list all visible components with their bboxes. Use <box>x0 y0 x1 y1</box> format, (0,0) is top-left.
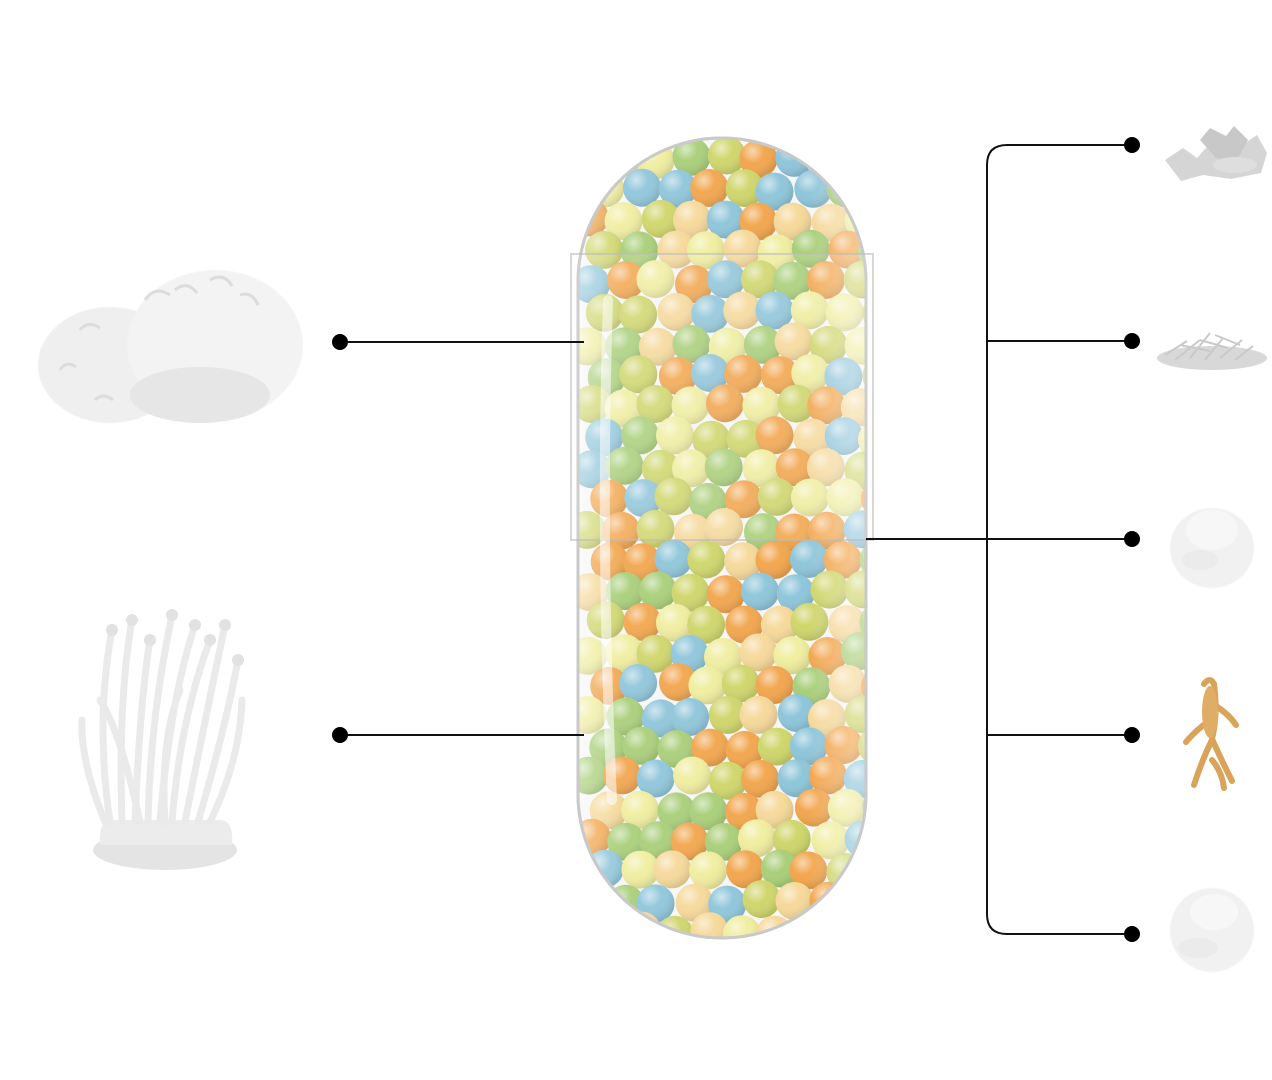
cordyceps-icon <box>78 609 246 870</box>
capsule-bead <box>840 138 866 177</box>
capsule-bead-shine <box>860 167 866 206</box>
capsule-bead <box>578 139 609 178</box>
white-powder-icon <box>1170 508 1254 588</box>
ginseng-root-icon <box>1183 677 1239 791</box>
connector-lines <box>332 137 1140 942</box>
capsule-bead-shine <box>791 915 830 938</box>
capsule-bead <box>862 850 866 888</box>
connector-dot-right-2 <box>1124 333 1140 349</box>
connector-dot-right-4 <box>1124 727 1140 743</box>
connector-dot-right-1 <box>1124 137 1140 153</box>
capsule-bead-shine <box>826 912 865 938</box>
capsule-bead <box>826 912 865 938</box>
connector-dot-right-5 <box>1124 926 1140 942</box>
capsule-bead-shine <box>578 882 610 921</box>
capsule-highlight <box>599 295 617 805</box>
capsule-bead-shine <box>840 881 866 920</box>
capsule-bead-shine <box>578 139 609 178</box>
lions-mane-mushroom-icon <box>38 270 303 423</box>
capsule-bead <box>840 881 866 920</box>
fruiting-body-pieces-icon <box>1165 126 1267 181</box>
capsule-bead <box>860 167 866 206</box>
capsule-bead-shine <box>840 138 866 177</box>
capsule-bead-shine <box>589 915 628 938</box>
capsule-bead-shine <box>862 787 866 826</box>
white-powder-icon <box>1170 888 1254 972</box>
capsule-bead <box>862 787 866 826</box>
capsule-bead-shine <box>862 850 866 888</box>
connector-dot-left-2 <box>332 727 348 743</box>
capsule-bead <box>578 882 610 921</box>
shredded-mushroom-icon <box>1157 332 1267 370</box>
capsule-bead <box>791 915 830 938</box>
connector-dot-right-3 <box>1124 531 1140 547</box>
capsule-bead <box>589 915 628 938</box>
capsule-bead <box>858 913 866 938</box>
connector-dot-left-1 <box>332 334 348 350</box>
capsule <box>570 136 874 940</box>
capsule-bead-shine <box>858 913 866 938</box>
capsule-cap-band <box>570 253 874 541</box>
